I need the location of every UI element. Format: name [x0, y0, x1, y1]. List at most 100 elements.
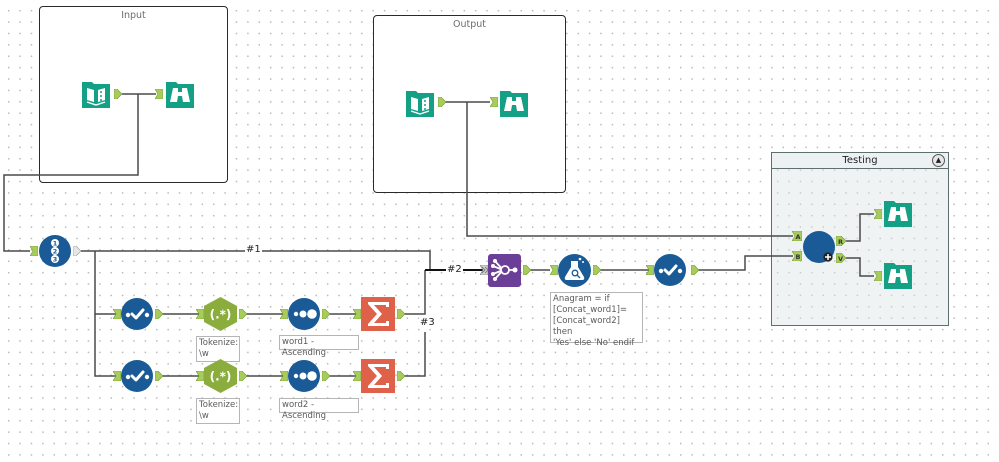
output-anchor[interactable] — [155, 371, 163, 381]
annotation-regex-1: Tokenize: \w — [196, 336, 240, 362]
svg-text:3: 3 — [53, 256, 58, 264]
test-macro-tool[interactable] — [802, 230, 838, 270]
input-anchor[interactable] — [196, 309, 204, 319]
svg-text:2: 2 — [53, 248, 58, 256]
svg-text:B: B — [796, 253, 801, 261]
input-anchor[interactable] — [280, 371, 288, 381]
container-output[interactable]: Output — [373, 15, 566, 193]
binoculars-icon — [166, 82, 194, 108]
connection-label-3: #3 — [419, 317, 436, 328]
input-anchor[interactable] — [550, 265, 558, 275]
wire — [81, 250, 431, 270]
output-anchor[interactable] — [239, 371, 247, 381]
svg-text:1: 1 — [53, 240, 58, 248]
join-multiple-icon — [488, 254, 521, 287]
macro-input-anchor-b[interactable]: B — [792, 251, 802, 261]
input-anchor[interactable] — [353, 309, 361, 319]
input-anchor[interactable] — [874, 209, 882, 219]
output-anchor[interactable] — [523, 265, 531, 275]
output-anchor[interactable] — [239, 309, 247, 319]
wire — [402, 270, 426, 315]
input-anchor[interactable] — [30, 246, 38, 256]
annotation-formula: Anagram = if [Concat_word1]= [Concat_wor… — [550, 292, 643, 348]
wire — [466, 102, 793, 237]
wire — [94, 251, 120, 315]
summarize-tool[interactable] — [361, 359, 395, 397]
svg-text:V: V — [838, 255, 843, 263]
input-anchor[interactable] — [155, 89, 163, 99]
join-multiple-tool[interactable] — [488, 254, 521, 291]
input-anchor[interactable] — [280, 309, 288, 319]
input-anchor[interactable] — [196, 371, 204, 381]
input-anchor[interactable] — [874, 271, 882, 281]
connection-label-2: #2 — [446, 264, 463, 275]
input-data-tool[interactable] — [80, 78, 112, 114]
output-anchor[interactable] — [438, 97, 446, 107]
output-anchor[interactable] — [73, 246, 81, 256]
output-anchor[interactable] — [691, 265, 699, 275]
output-anchor[interactable] — [114, 89, 122, 99]
output-anchor[interactable] — [397, 371, 405, 381]
svg-text:(.*): (.*) — [210, 370, 232, 384]
browse-tool[interactable] — [882, 259, 914, 295]
output-anchor[interactable] — [322, 371, 330, 381]
input-anchor[interactable] — [353, 371, 361, 381]
container-title: Output — [453, 19, 486, 30]
record-id-tool[interactable]: 1 2 3 — [39, 235, 71, 271]
regex-icon: (.*) — [204, 297, 237, 331]
svg-text:R: R — [838, 238, 843, 246]
formula-tool[interactable] — [558, 254, 591, 291]
input-anchor[interactable] — [113, 371, 121, 381]
wire — [402, 332, 426, 377]
container-header: Testing ▲ — [772, 153, 948, 169]
browse-tool[interactable] — [882, 197, 914, 233]
output-anchor[interactable] — [322, 309, 330, 319]
book-icon — [82, 82, 110, 108]
annotation-regex-2: Tokenize: \w — [196, 398, 240, 424]
output-anchor[interactable] — [593, 265, 601, 275]
wire — [3, 94, 139, 252]
macro-input-anchor-a[interactable]: A — [792, 231, 802, 241]
wire — [846, 257, 874, 277]
numbered-list-icon: 1 2 3 — [39, 235, 71, 267]
select-tool[interactable] — [654, 254, 686, 290]
svg-text:A: A — [795, 233, 800, 241]
sort-tool[interactable] — [288, 298, 320, 334]
annotation-sort-1: word1 - Ascending — [279, 335, 359, 358]
binoculars-icon — [500, 91, 528, 117]
svg-text:(.*): (.*) — [210, 308, 232, 322]
regex-tool[interactable]: (.*) — [204, 359, 237, 397]
input-data-tool[interactable] — [404, 87, 436, 123]
sort-dots-icon — [288, 360, 320, 392]
browse-tool[interactable] — [498, 87, 530, 123]
macro-output-anchor-r[interactable]: R — [836, 236, 847, 246]
browse-tool[interactable] — [164, 78, 196, 114]
sigma-icon — [361, 297, 395, 331]
checkmark-icon — [654, 254, 686, 286]
select-tool[interactable] — [121, 360, 153, 396]
summarize-tool[interactable] — [361, 297, 395, 335]
sort-tool[interactable] — [288, 360, 320, 396]
output-anchor[interactable] — [397, 309, 405, 319]
input-anchor[interactable] — [646, 265, 654, 275]
annotation-sort-2: word2 - Ascending — [279, 398, 359, 421]
add-icon[interactable] — [823, 252, 833, 262]
regex-icon: (.*) — [204, 359, 237, 393]
checkmark-icon — [121, 360, 153, 392]
sigma-icon — [361, 359, 395, 393]
output-anchor[interactable] — [155, 309, 163, 319]
connection-label-1: #1 — [245, 244, 262, 255]
select-tool[interactable] — [121, 298, 153, 334]
binoculars-icon — [884, 263, 912, 289]
container-title: Input — [121, 10, 146, 21]
macro-output-anchor-v[interactable]: V — [836, 253, 847, 263]
multi-input-anchor[interactable] — [480, 265, 488, 275]
sort-dots-icon — [288, 298, 320, 330]
container-title: Testing — [842, 155, 878, 166]
input-anchor[interactable] — [490, 97, 498, 107]
binoculars-icon — [884, 201, 912, 227]
regex-tool[interactable]: (.*) — [204, 297, 237, 335]
input-anchor[interactable] — [113, 309, 121, 319]
wire — [846, 213, 874, 242]
collapse-up-icon[interactable]: ▲ — [932, 154, 945, 167]
